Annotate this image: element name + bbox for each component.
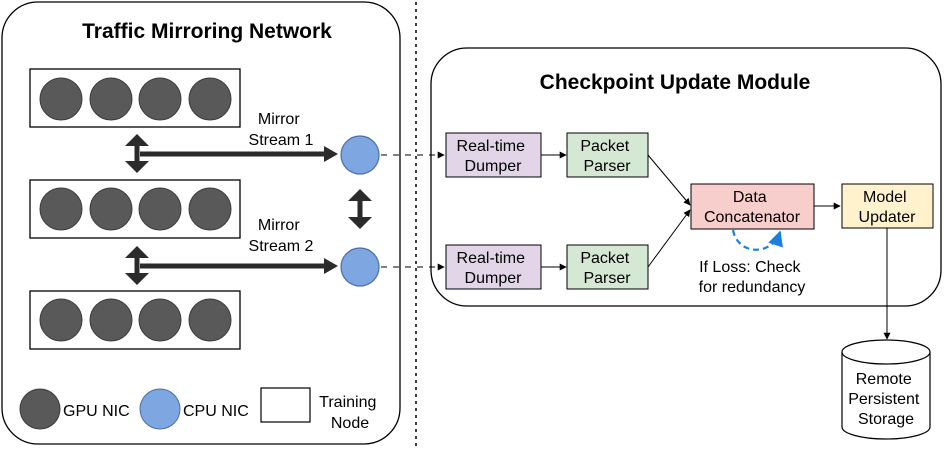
cpu-nic-1 bbox=[340, 135, 380, 175]
redundancy-loop-arrow bbox=[731, 229, 783, 251]
gpu-nic bbox=[39, 298, 83, 342]
legend-training-node-label: Training Node bbox=[319, 394, 381, 432]
model-updater-label: Model Updater bbox=[859, 189, 917, 226]
parser-1-to-concatenator bbox=[647, 154, 691, 206]
checkpoint-update-title: Checkpoint Update Module bbox=[540, 71, 811, 94]
gpu-nic bbox=[39, 187, 83, 231]
legend-training-node-swatch bbox=[260, 387, 311, 423]
remote-persistent-storage-label: Remote Persistent Storage bbox=[848, 371, 924, 428]
mirror-stream-2-arrow bbox=[140, 258, 338, 274]
mirror-stream-1-label: Mirror Stream 1 bbox=[249, 111, 314, 149]
legend-cpu-nic-label: CPU NIC bbox=[183, 403, 249, 420]
gpu-nic bbox=[188, 77, 232, 121]
checkpoint-update-panel bbox=[430, 47, 942, 307]
legend-gpu-nic-swatch bbox=[19, 388, 61, 430]
data-concatenator bbox=[690, 183, 815, 230]
node-link-2 bbox=[125, 246, 149, 285]
legend-gpu-nic-label: GPU NIC bbox=[63, 403, 130, 420]
realtime-dumper-1 bbox=[445, 132, 542, 178]
gpu-nic bbox=[138, 77, 182, 121]
realtime-dumper-2-label: Real-time Dumper bbox=[457, 250, 530, 287]
realtime-dumper-2 bbox=[445, 244, 542, 290]
gpu-nic bbox=[39, 77, 83, 121]
gpu-nic bbox=[89, 187, 133, 231]
packet-parser-2-label: Packet Parser bbox=[580, 250, 633, 287]
gpu-nic bbox=[89, 298, 133, 342]
loss-note: If Loss: Check for redundancy bbox=[699, 259, 806, 296]
mirror-stream-1-arrow bbox=[140, 146, 338, 162]
gpu-nic bbox=[188, 298, 232, 342]
gpu-nic bbox=[188, 187, 232, 231]
parser-2-to-concatenator bbox=[647, 209, 691, 268]
traffic-mirroring-title: Traffic Mirroring Network bbox=[82, 20, 332, 43]
packet-parser-2 bbox=[566, 244, 649, 290]
cpu-nic-2 bbox=[340, 247, 380, 287]
packet-parser-1 bbox=[566, 132, 649, 178]
node-link-1 bbox=[125, 134, 149, 173]
gpu-nic bbox=[138, 298, 182, 342]
cpu-nic-link bbox=[348, 189, 372, 229]
gpu-nic bbox=[89, 77, 133, 121]
model-updater bbox=[841, 183, 934, 229]
realtime-dumper-1-label: Real-time Dumper bbox=[457, 138, 530, 175]
packet-parser-1-label: Packet Parser bbox=[580, 138, 633, 175]
data-concatenator-label: Data Concatenator bbox=[704, 189, 801, 226]
mirror-stream-2-label: Mirror Stream 2 bbox=[249, 217, 314, 255]
remote-persistent-storage bbox=[841, 339, 931, 440]
gpu-nic bbox=[138, 187, 182, 231]
legend-cpu-nic-swatch bbox=[139, 388, 181, 430]
